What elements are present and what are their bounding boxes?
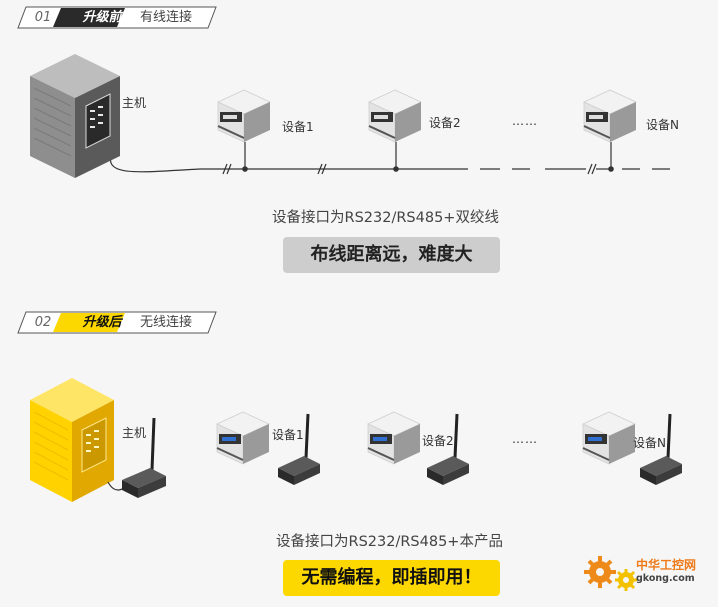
host-wireless-module-icon: [107, 417, 166, 498]
host-server-icon: [30, 54, 120, 178]
section1-graphics: [17, 6, 670, 178]
device-2-wireless-icon: [367, 411, 421, 465]
device-2-icon: [368, 89, 422, 143]
gear-logo-icon: [584, 556, 637, 591]
line-break-marks: [222, 163, 597, 175]
section2-device-1-label: 设备1: [272, 428, 304, 442]
device-2-wireless-module-icon: [427, 413, 469, 485]
section1-number: 01: [34, 10, 52, 25]
section1-phase: 升级前: [82, 10, 122, 25]
device-1-wireless-module-icon: [278, 413, 320, 485]
section2-host-label: 主机: [122, 426, 147, 440]
watermark-domain: gkong.com: [636, 573, 695, 584]
section1-ellipsis: ……: [512, 114, 538, 128]
section2-device-n-label: 设备N: [633, 436, 666, 450]
watermark-name: 中华工控网: [636, 558, 697, 572]
section2-number: 02: [34, 315, 52, 330]
section2-tag: 02 升级后 无线连接: [18, 312, 218, 334]
section2-device-2-label: 设备2: [422, 434, 454, 448]
device-n-wireless-icon: [582, 411, 636, 465]
section2-mode: 无线连接: [140, 315, 193, 330]
section1-device-n-label: 设备N: [646, 118, 679, 132]
device-drop-lines: [242, 142, 614, 172]
section1-caption: 设备接口为RS232/RS485+双绞线: [272, 210, 499, 226]
section1-device-1-label: 设备1: [282, 120, 314, 134]
section2-caption: 设备接口为RS232/RS485+本产品: [276, 534, 503, 550]
section1-tag: 01 升级前 有线连接: [18, 7, 218, 29]
section1-highlight: 布线距离远，难度大: [283, 237, 500, 273]
device-1-wireless-icon: [216, 411, 270, 465]
section1-mode: 有线连接: [140, 10, 193, 25]
section2-ellipsis: ……: [512, 432, 538, 446]
section2-phase: 升级后: [82, 315, 122, 330]
section1-host-label: 主机: [122, 96, 147, 110]
section1-device-2-label: 设备2: [429, 116, 461, 130]
section1-tag-frame: [17, 6, 217, 29]
section2-highlight: 无需编程，即插即用！: [283, 560, 500, 596]
host-server-yellow-icon: [30, 378, 114, 502]
section2-tag-frame: [17, 311, 217, 334]
device-n-icon: [583, 89, 637, 143]
device-1-icon: [217, 89, 271, 143]
watermark-logo: 中华工控网 gkong.com: [578, 550, 718, 600]
device-n-wireless-module-icon: [640, 413, 682, 485]
